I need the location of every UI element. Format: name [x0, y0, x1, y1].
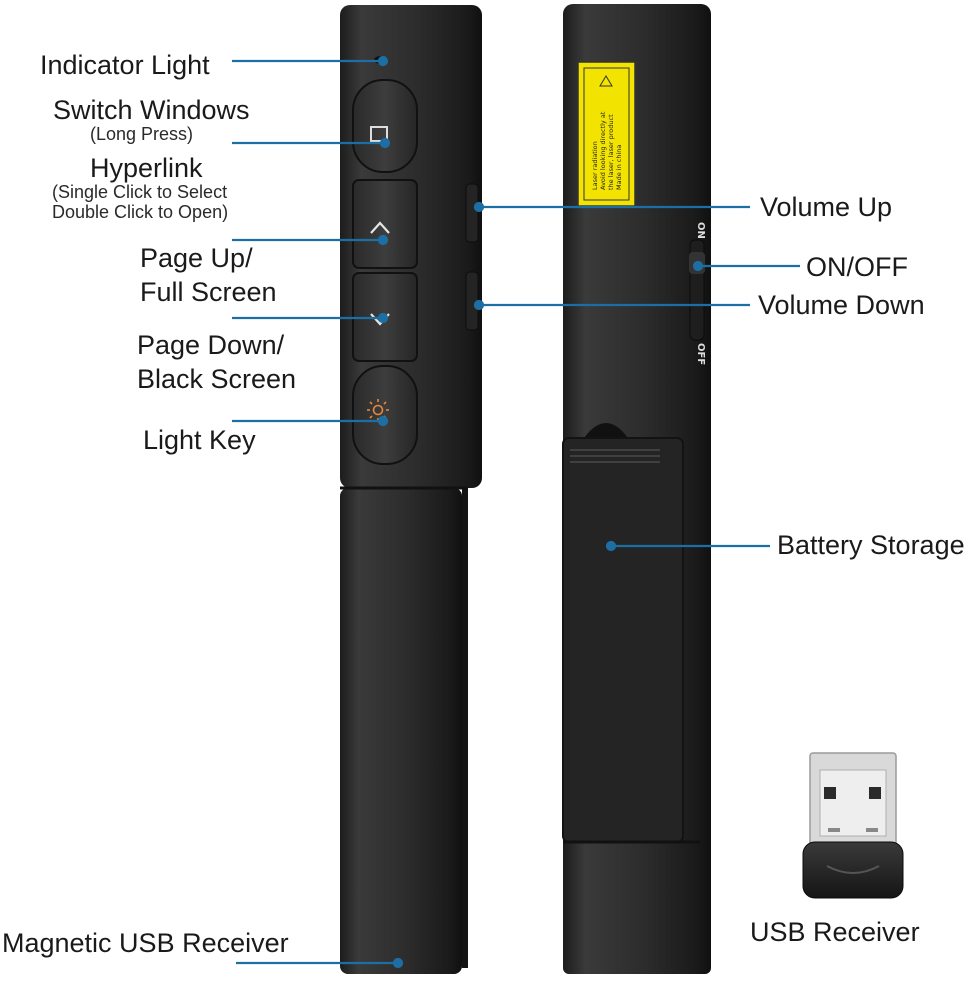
sticker-line-3: the laser, laser product	[607, 114, 615, 190]
sticker-line-2: Avoid looking directly at	[599, 111, 607, 190]
label-volume-up: Volume Up	[760, 192, 893, 222]
label-battery-storage: Battery Storage	[777, 530, 965, 560]
presenter-front	[340, 5, 482, 974]
leader-lines	[232, 55, 800, 969]
label-page-down-2: Black Screen	[137, 364, 297, 394]
front-body-bottom	[340, 488, 462, 974]
side-volume-up-button	[465, 183, 479, 243]
label-hyperlink-note-1: (Single Click to Select	[52, 182, 228, 202]
sticker-line-1: Laser radiation	[591, 141, 599, 190]
label-switch-windows: Switch Windows	[53, 95, 250, 125]
battery-cover	[562, 437, 684, 843]
back-bottom-cap	[563, 842, 711, 974]
label-switch-windows-note: (Long Press)	[90, 124, 194, 144]
label-hyperlink-note-2: Double Click to Open)	[52, 202, 229, 222]
usb-plastic-body	[802, 841, 904, 899]
label-page-up-2: Full Screen	[140, 277, 277, 307]
label-magnetic-usb-receiver: Magnetic USB Receiver	[2, 928, 289, 958]
label-volume-down: Volume Down	[758, 290, 925, 320]
label-on-off: ON/OFF	[806, 252, 908, 282]
label-page-down-1: Page Down/	[137, 330, 285, 360]
sticker-line-4: Made in china	[615, 145, 623, 190]
usb-receiver-illustration	[802, 752, 904, 899]
label-usb-receiver: USB Receiver	[750, 917, 920, 947]
switch-off-mark: OFF	[695, 343, 706, 365]
label-light-key: Light Key	[143, 425, 256, 455]
light-key-button	[352, 365, 418, 465]
label-page-up-1: Page Up/	[140, 243, 253, 273]
label-indicator-light: Indicator Light	[40, 50, 210, 80]
label-hyperlink: Hyperlink	[90, 153, 203, 183]
presenter-back: Laser radiation Avoid looking directly a…	[562, 4, 711, 974]
switch-on-mark: ON	[695, 222, 706, 239]
page-up-button	[352, 179, 418, 269]
